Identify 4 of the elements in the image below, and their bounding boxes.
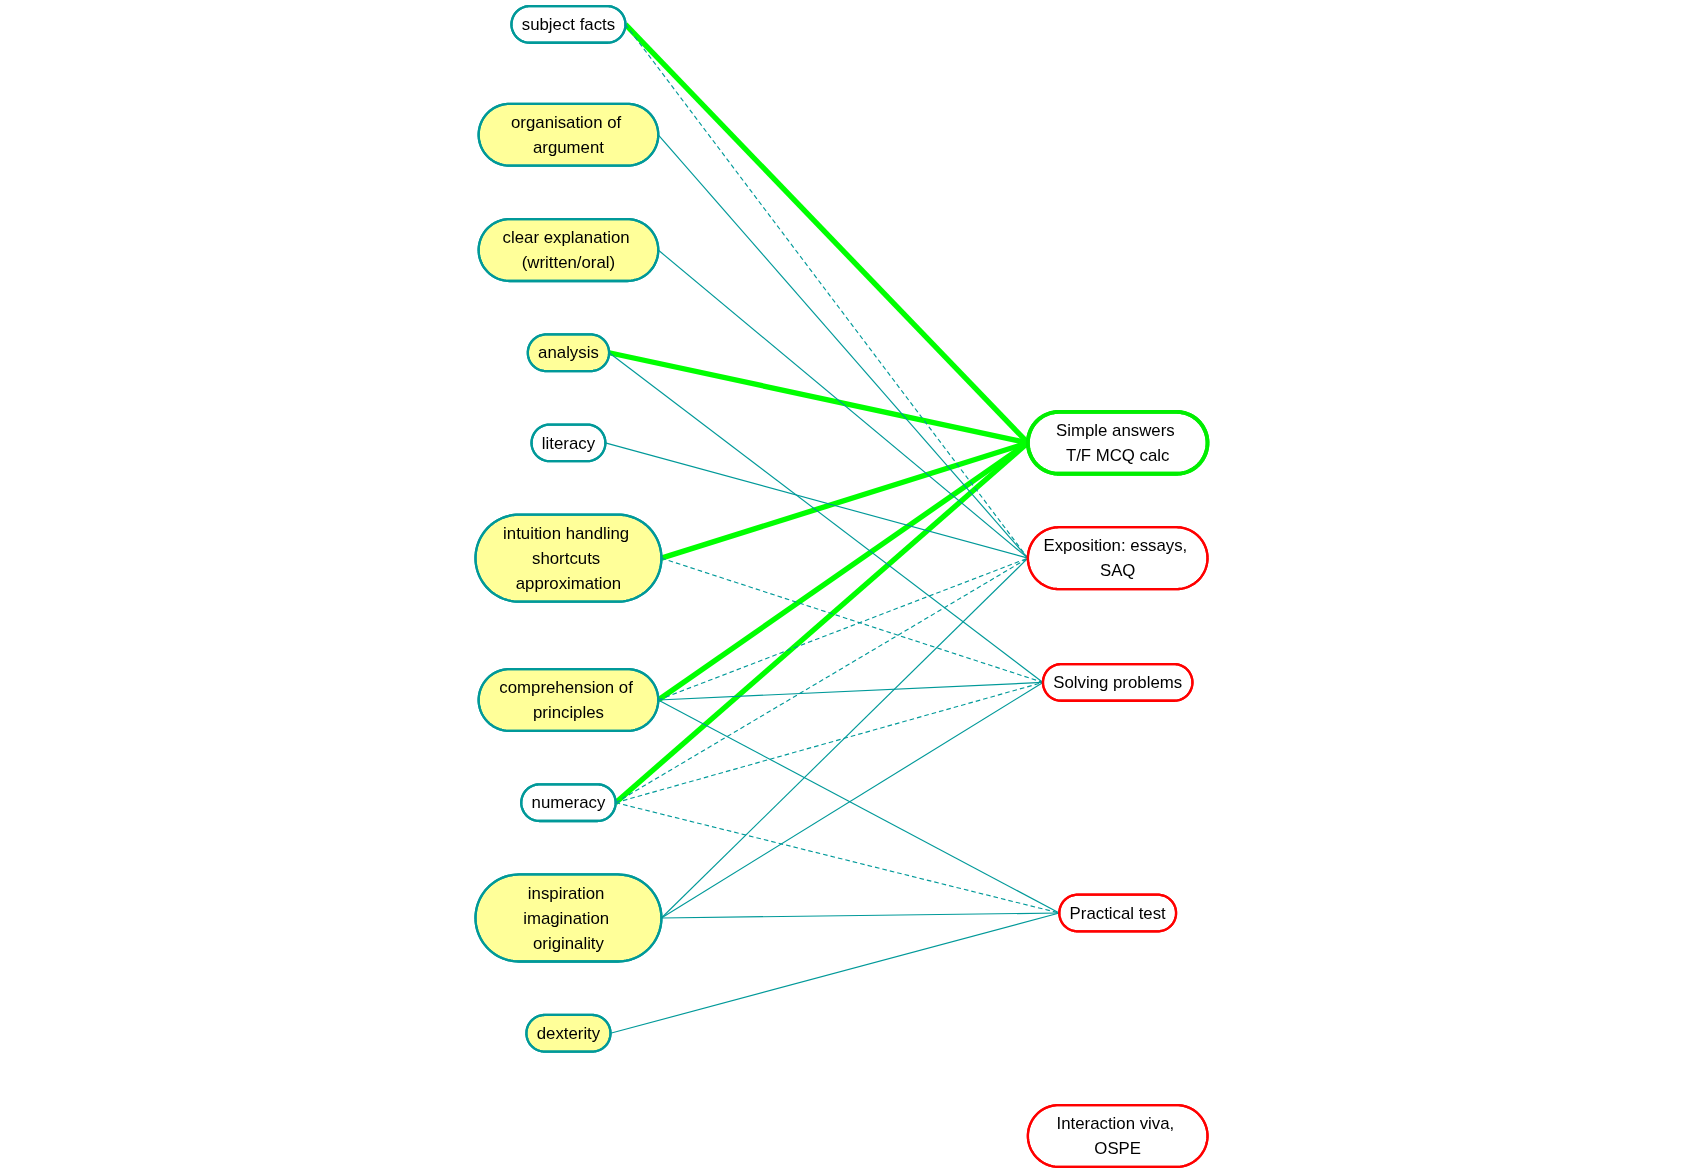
connector [615,802,1060,914]
connector [624,23,1029,559]
connector [608,352,1044,683]
connector [657,134,1029,559]
